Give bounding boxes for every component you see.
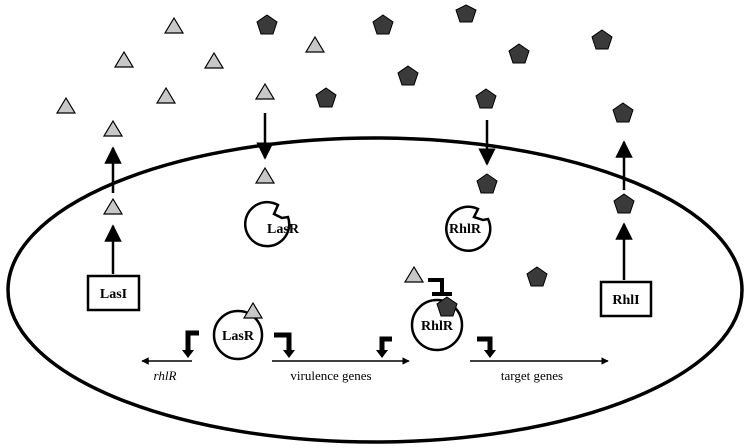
pentagon-icon [526, 266, 548, 287]
lasi-box [86, 274, 141, 312]
promoter-arrow-rhlr [185, 330, 199, 352]
promoter-arrow-target [477, 336, 493, 352]
pentagon-icon [508, 43, 530, 64]
rhlr-gene-label: rhlR [154, 368, 177, 383]
triangle-icon [55, 96, 77, 114]
pentagon-icon [475, 88, 497, 109]
promoter-arrow-virulence [274, 332, 292, 352]
lasr-bound-label: LasR [222, 329, 255, 344]
lasr-bound-receptor [212, 309, 264, 361]
triangle-icon [155, 86, 177, 104]
extracellular-triangles [55, 16, 326, 137]
pentagon-icon [397, 65, 419, 86]
pentagon-icon [476, 173, 498, 194]
lasr-free-label: LasR [267, 222, 300, 237]
rhlr-bound-complex: RhlR [403, 265, 464, 352]
triangle-icon [403, 265, 425, 283]
pentagon-icon [372, 14, 394, 35]
promoter-arrow-rhl-left [379, 336, 392, 352]
triangle-icon [113, 50, 135, 68]
pentagon-icon [612, 102, 634, 123]
lasi-label: LasI [100, 287, 127, 302]
triangle-icon [203, 51, 225, 69]
inhibition-bar [428, 278, 452, 296]
promoter-arrows [185, 330, 493, 352]
lasi-pathway: LasI [86, 146, 141, 312]
promoter-arrowheads [182, 350, 496, 358]
triangle-icon [102, 197, 124, 215]
rhli-pathway: RhlI [599, 140, 653, 318]
rhli-label: RhlI [612, 293, 639, 308]
lasr-bound-complex: LasR [212, 301, 264, 361]
rhlr-free-receptor [445, 205, 492, 252]
target-genes-label: target genes [501, 368, 563, 383]
rhli-box [599, 280, 653, 318]
rhlr-import: RhlR [445, 120, 498, 252]
pentagon-icon [256, 14, 278, 35]
lasr-import: LasR [243, 113, 300, 248]
rhlr-bound-label: RhlR [421, 319, 454, 334]
pentagon-icon [455, 4, 477, 23]
pentagon-icon [436, 296, 458, 317]
extracellular-pentagons [256, 4, 634, 123]
pentagon-icon [591, 29, 613, 50]
rhlr-free-label: RhlR [449, 222, 482, 237]
triangle-icon [304, 35, 326, 53]
triangle-icon [254, 82, 276, 100]
triangle-icon [254, 166, 276, 184]
triangle-icon [102, 119, 124, 137]
triangle-icon [242, 301, 264, 319]
virulence-genes-label: virulence genes [290, 368, 371, 383]
triangle-icon [163, 16, 185, 34]
pentagon-icon [613, 193, 635, 214]
lasr-free-receptor [243, 200, 291, 248]
pentagon-icon [315, 87, 337, 108]
cell-membrane [6, 136, 744, 444]
